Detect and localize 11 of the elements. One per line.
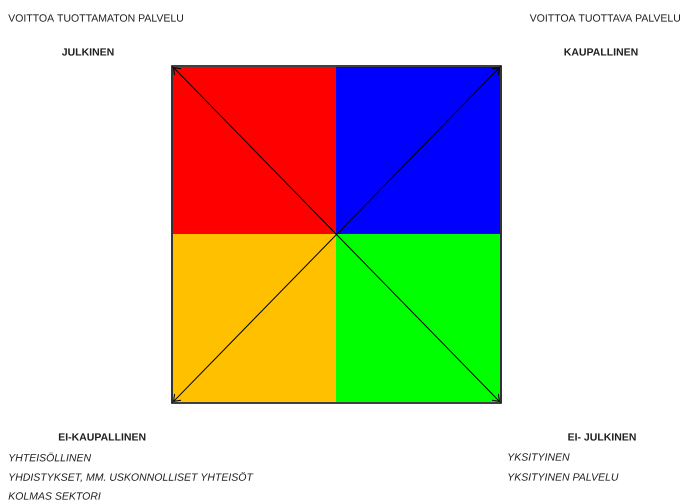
corner-label: EI- JULKINEN <box>568 433 636 441</box>
description-text: YKSITYINEN PALVELU <box>508 473 619 481</box>
description-text: YKSITYINEN <box>508 453 570 461</box>
corner-label: KAUPALLINEN <box>564 48 638 56</box>
heading-text: VOITTOA TUOTTAMATON PALVELU <box>8 14 184 22</box>
description-text: KOLMAS SEKTORI <box>8 492 101 500</box>
description-text: YHDISTYKSET, MM. USKONNOLLISET YHTEISÖT <box>9 472 254 482</box>
corner-label: JULKINEN <box>62 48 114 56</box>
heading-text: VOITTOA TUOTTAVA PALVELU <box>530 14 680 22</box>
corner-label: EI-KAUPALLINEN <box>58 433 146 441</box>
description-text: YHTEISÖLLINEN <box>9 452 92 462</box>
